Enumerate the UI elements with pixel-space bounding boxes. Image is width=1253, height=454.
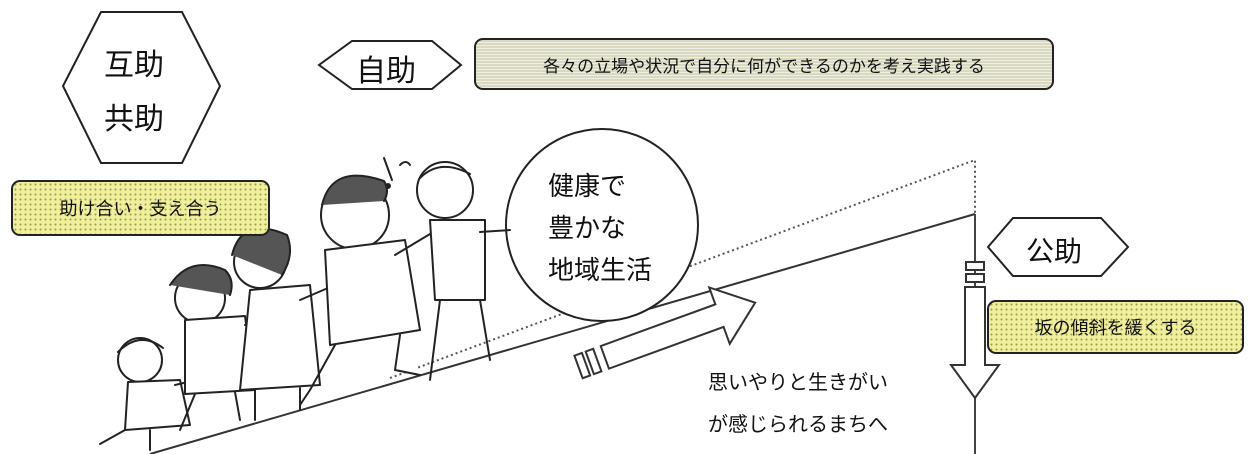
down-arrow-icon bbox=[949, 286, 1001, 400]
family-climbing-illustration bbox=[99, 157, 511, 451]
self-help-description: 各々の立場や状況で自分に何ができるのかを考え実践する bbox=[474, 38, 1054, 90]
public-help-title: 公助 bbox=[1026, 235, 1083, 268]
mutual-help-title-line1: 互助 bbox=[104, 48, 164, 83]
arrow-caption-line2: が感じられるまちへ bbox=[708, 412, 888, 436]
hexagon-shape bbox=[61, 11, 222, 164]
public-help-description: 坂の傾斜を緩くする bbox=[987, 300, 1244, 354]
gentle-slope-line bbox=[149, 213, 976, 454]
mutual-help-description: 助け合い・支え合う bbox=[11, 180, 270, 236]
mutual-help-title-line2: 共助 bbox=[104, 102, 164, 137]
goal-text-line2: 豊かな bbox=[548, 214, 627, 244]
self-help-shape bbox=[317, 40, 463, 90]
self-help-title: 自助 bbox=[356, 54, 416, 89]
arrow-caption-line1: 思いやりと生きがい bbox=[708, 370, 888, 394]
goal-text-line1: 健康で bbox=[548, 172, 627, 202]
goal-text-line3: 地域生活 bbox=[548, 256, 653, 286]
right-arrow-icon bbox=[573, 285, 757, 380]
public-help-shape bbox=[986, 217, 1130, 277]
goal-circle bbox=[505, 128, 699, 322]
